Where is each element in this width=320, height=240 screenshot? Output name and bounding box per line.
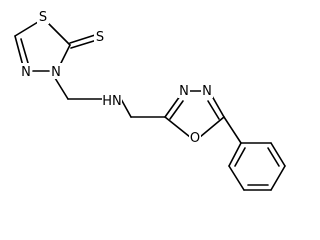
bond-c-oxa-ring-to-phenyl [223,116,242,144]
bond-c-phenyl-to-o-oxa [199,116,225,138]
molecule-structure-diagram: S S N N HN N N O [14,8,286,191]
bond-c-thione-to-s-double-1 [69,34,96,44]
bond-n-ring-to-c-thione [59,44,71,66]
bond-n-ring-to-ch2 [54,77,69,100]
bond-ch-to-n-imine-double [20,38,29,64]
atom-n-ring: N [51,65,61,80]
bond-n-oxa-b-to-c-phenyl [211,95,225,118]
atom-nh: HN [102,94,122,109]
bond-c-oxa-to-n-oxa-a [164,95,181,118]
bond-phenyl-inner-1 [234,147,246,167]
atom-s-ring: S [39,10,47,25]
bond-phenyl-2-3 [228,165,245,191]
atom-n-imine: N [21,65,31,80]
bond-o-oxa-to-c-oxa [164,116,191,138]
atom-n-oxa-a: N [179,84,189,99]
bond-c-thione-to-s-double-2 [70,39,98,49]
bond-n-oxa-b-to-c-phenyl-double [207,100,220,120]
bond-c-oxa-to-n-oxa-a-double [169,100,184,120]
bond-phenyl-4-5 [270,165,286,191]
atom-n-oxa-b: N [202,84,212,99]
bond-nh-to-ch2 [120,98,132,118]
bond-phenyl-1-2 [228,142,242,167]
bonds [14,21,286,191]
bond-ch-to-n-imine [14,35,24,67]
bond-s-ring-to-ch [14,21,39,37]
bond-phenyl-inner-3 [267,147,280,167]
bond-phenyl-5-6 [270,142,286,167]
atom-o-oxa: O [190,131,200,146]
atom-labels: S S N N HN N N O [20,8,213,146]
bond-s-ring-to-c-thione [48,23,71,46]
atom-s-thione: S [96,30,104,45]
